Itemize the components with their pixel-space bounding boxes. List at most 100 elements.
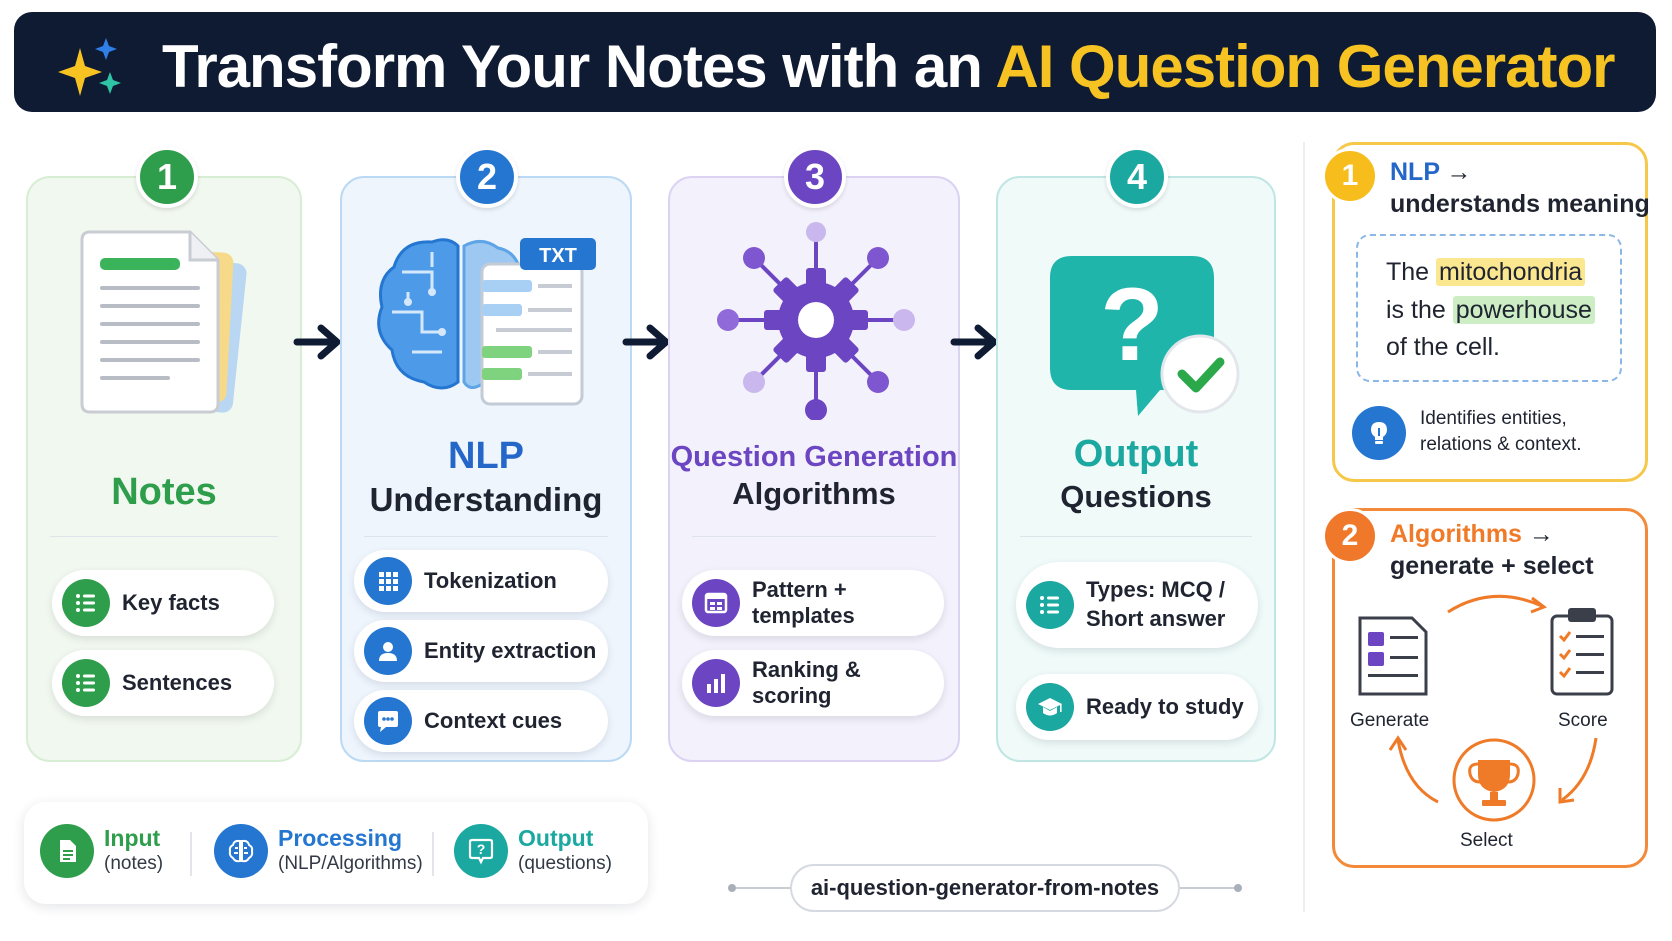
panel-title-key: NLP (1390, 158, 1440, 186)
legend-separator (432, 832, 434, 876)
person-icon (364, 627, 412, 675)
header-banner: Transform Your Notes with an AI Question… (14, 12, 1656, 112)
legend-title: Processing (278, 824, 402, 851)
step-badge-4: 4 (1106, 146, 1168, 208)
cycle-label-generate: Generate (1350, 710, 1430, 731)
step-title-nlp: NLP Understanding (342, 434, 630, 519)
title-main: Transform Your Notes with an (162, 33, 996, 100)
panel-note-line2: relations & context. (1420, 433, 1582, 455)
step-title-line1: NLP (448, 435, 524, 477)
step-badge-3: 3 (784, 146, 846, 208)
legend-subtitle: (notes) (104, 853, 164, 875)
list-item-ready-to-study: Ready to study (1016, 674, 1258, 740)
brain-icon (214, 824, 268, 878)
list-item-ranking-scoring: Ranking & scoring (682, 650, 944, 716)
cycle-diagram (1358, 594, 1614, 822)
list-icon (62, 579, 110, 627)
list-item-context-cues: Context cues (354, 690, 608, 752)
legend-subtitle: (NLP/Algorithms) (278, 853, 423, 875)
highlight-relation: powerhouse (1452, 295, 1595, 324)
list-item-label: Tokenization (424, 568, 557, 593)
list-item-label: Types: MCQ / Short answer (1086, 576, 1225, 633)
legend-separator (190, 832, 192, 876)
step-title-line1: Question Generation (670, 441, 958, 473)
quote-text: is the (1386, 295, 1453, 324)
slug-line (1180, 887, 1234, 889)
legend-item-input: Input (notes) (40, 824, 163, 878)
panel-note-line1: Identifies entities, (1420, 408, 1567, 429)
legend-item-output: ? Output (questions) (454, 824, 612, 878)
list-item-question-types: Types: MCQ / Short answer (1016, 562, 1258, 648)
panel-title-line2: generate + select (1390, 552, 1594, 580)
panel-title-key: Algorithms (1390, 520, 1522, 548)
step-title-line1: Output (1073, 433, 1199, 475)
title-highlight: AI Question Generator (995, 33, 1615, 100)
quote-text: The (1386, 258, 1437, 286)
divider (50, 536, 278, 537)
panel-title-arrow: → (1521, 520, 1554, 548)
question-bubble-icon: ? (454, 824, 508, 878)
step-card-notes: Notes Key facts Sentences (26, 176, 302, 762)
panel-title-arrow: → (1439, 158, 1472, 186)
list-item-label-line1: Types: MCQ / (1086, 577, 1225, 603)
slug-dot (728, 884, 736, 892)
grid-icon (364, 557, 412, 605)
list-item-tokenization: Tokenization (354, 550, 608, 612)
template-icon (692, 579, 740, 627)
step-card-algorithms: Question Generation Algorithms Pattern +… (668, 176, 960, 762)
list-item-label-line2: Short answer (1086, 606, 1226, 631)
sparkle-icon (58, 38, 121, 96)
list-item-pattern-templates: Pattern + templates (682, 570, 944, 636)
list-item-key-facts: Key facts (52, 570, 274, 636)
generate-icon (1358, 616, 1428, 696)
page-title: Transform Your Notes with an AI Question… (162, 33, 1615, 100)
legend-item-processing: Processing (NLP/Algorithms) (214, 824, 423, 878)
slug-dot (1234, 884, 1242, 892)
step-title-algorithms: Question Generation Algorithms (670, 440, 958, 512)
graduation-cap-icon (1026, 683, 1074, 731)
panel-title-line2: understands meaning (1390, 190, 1650, 218)
slug-label: ai-question-generator-from-notes (790, 864, 1180, 912)
svg-text:?: ? (477, 841, 486, 857)
legend: Input (notes) Processing (NLP/Algorithms… (24, 802, 648, 904)
doc-tag-label: TXT (539, 245, 577, 267)
step-title-notes: Notes (111, 471, 217, 513)
step-title-line2: Algorithms (732, 475, 896, 511)
slug-line (736, 887, 790, 889)
list-item-label: Entity extraction (424, 638, 597, 663)
arrow-right-icon (622, 324, 670, 360)
bar-chart-icon (692, 659, 740, 707)
legend-title: Output (518, 824, 594, 851)
panel-title-nlp: NLP → understands meaning (1390, 156, 1650, 220)
legend-title: Input (104, 824, 161, 851)
list-item-sentences: Sentences (52, 650, 274, 716)
lightbulb-icon (1352, 406, 1406, 460)
step-title-output: Output Questions (998, 432, 1274, 515)
panel-badge-1: 1 (1322, 148, 1378, 204)
step-title-line2: Understanding (369, 480, 603, 518)
list-item-label: Ranking & scoring (752, 657, 861, 708)
clipboard-checklist-icon (1550, 608, 1614, 696)
svg-text:?: ? (1100, 267, 1164, 383)
arrow-right-icon (950, 324, 998, 360)
list-item-entity-extraction: Entity extraction (354, 620, 608, 682)
list-item-label: Ready to study (1086, 694, 1244, 719)
document-stack-icon (80, 230, 247, 414)
trophy-icon (1452, 738, 1536, 822)
step-badge-2: 2 (456, 146, 518, 208)
list-item-label: Sentences (122, 670, 233, 695)
panel-note: Identifies entities, relations & context… (1420, 406, 1582, 457)
list-icon (62, 659, 110, 707)
gear-network-icon (717, 222, 915, 420)
arrow-right-icon (293, 324, 341, 360)
question-bubble-icon: ? (1050, 256, 1240, 416)
step-card-output: ? Output Questions Types: MCQ / Short ans… (996, 176, 1276, 762)
cycle-label-score: Score (1558, 710, 1608, 731)
chat-bubble-icon (364, 697, 412, 745)
panel-badge-2: 2 (1322, 508, 1378, 564)
list-item-label: Context cues (424, 708, 563, 733)
step-badge-1: 1 (136, 146, 198, 208)
list-item-label: Pattern + templates (752, 577, 855, 628)
vertical-separator (1303, 142, 1305, 912)
document-icon (40, 824, 94, 878)
